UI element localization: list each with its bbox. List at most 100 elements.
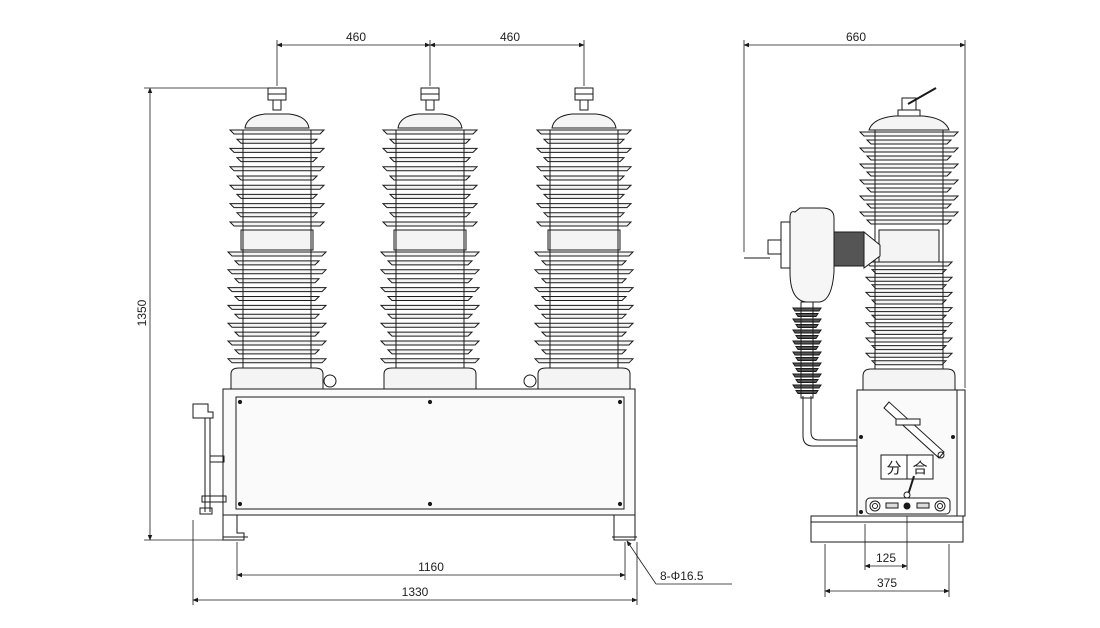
operating-handle[interactable] bbox=[883, 401, 945, 459]
side-insulator-shed bbox=[870, 345, 948, 351]
side-insulator-shed bbox=[870, 314, 948, 320]
insulator-shed bbox=[533, 251, 635, 257]
insulator-shed bbox=[535, 221, 633, 227]
dim-side-small: 125 bbox=[876, 551, 896, 565]
insulator-shed bbox=[228, 203, 326, 209]
indicator-pivot bbox=[903, 491, 911, 499]
insulator-shed bbox=[533, 269, 635, 275]
side-insulator-shed bbox=[858, 211, 960, 217]
insulator-shed bbox=[533, 322, 635, 328]
bushing-shed bbox=[792, 329, 822, 334]
insulator-shed bbox=[388, 212, 472, 218]
open-button[interactable] bbox=[869, 500, 881, 512]
side-bracket bbox=[192, 403, 214, 419]
side-dimensions bbox=[743, 40, 966, 597]
side-clamp bbox=[209, 455, 225, 463]
bushing-shed bbox=[795, 335, 819, 339]
insulator-shed bbox=[386, 260, 474, 266]
side-insulator-shed bbox=[865, 171, 953, 177]
bushing-shed bbox=[795, 313, 819, 317]
lifting-eye-left bbox=[323, 374, 337, 388]
box-screw bbox=[859, 435, 863, 439]
insulator-cap bbox=[551, 113, 617, 129]
insulator-shed bbox=[533, 358, 635, 364]
insulator-cap bbox=[244, 113, 310, 129]
label-open-plate bbox=[885, 502, 899, 509]
insulator-shed bbox=[228, 221, 326, 227]
side-insulator-shed bbox=[858, 179, 960, 185]
insulator-base bbox=[230, 367, 324, 390]
door-screw bbox=[237, 399, 243, 405]
dim-side-base: 375 bbox=[877, 576, 897, 590]
nameplate bbox=[895, 418, 921, 426]
dim-mounting-width: 1160 bbox=[418, 560, 444, 574]
door-screw bbox=[427, 501, 433, 507]
mounting-hole-callout: 8-Φ16.5 bbox=[660, 569, 704, 583]
enclosure-outer bbox=[222, 388, 636, 516]
insulator-shed bbox=[235, 212, 319, 218]
terminal-stem bbox=[272, 99, 282, 111]
insulator-shed bbox=[388, 193, 472, 199]
insulator-shed bbox=[381, 203, 479, 209]
lower-bushing bbox=[792, 301, 822, 399]
side-insulator-shed bbox=[858, 131, 960, 137]
lifting-eye-right bbox=[523, 374, 537, 388]
mounting-foot-right bbox=[613, 515, 636, 541]
insulator-shed bbox=[535, 166, 633, 172]
insulator-shed bbox=[540, 278, 628, 284]
side-insulator-shed bbox=[864, 337, 954, 343]
dim-pole-spacing-left: 460 bbox=[346, 30, 366, 44]
side-insulator-shed bbox=[858, 147, 960, 153]
pole-insulator-right bbox=[533, 87, 635, 390]
bushing-shed bbox=[795, 346, 819, 350]
side-insulator-shed bbox=[865, 187, 953, 193]
insulator-shed bbox=[540, 349, 628, 355]
insulator-shed bbox=[381, 166, 479, 172]
door-screw bbox=[617, 399, 623, 405]
side-insulator-shed bbox=[858, 195, 960, 201]
close-label: 合 bbox=[912, 459, 927, 477]
insulator-shed bbox=[228, 184, 326, 190]
door-screw bbox=[237, 501, 243, 507]
insulator-shed bbox=[228, 129, 326, 135]
insulator-shed bbox=[226, 287, 328, 293]
dim-total-height: 1350 bbox=[135, 299, 149, 326]
side-insulator-core bbox=[878, 229, 940, 263]
insulator-shed bbox=[226, 322, 328, 328]
dim-pole-spacing-right: 460 bbox=[500, 30, 520, 44]
insulator-shed bbox=[381, 147, 479, 153]
ct-elbow bbox=[863, 230, 881, 269]
bushing-shed bbox=[792, 384, 822, 389]
label-close-plate bbox=[916, 502, 930, 509]
insulator-shed bbox=[379, 340, 481, 346]
lead-pipe bbox=[802, 396, 858, 447]
insulator-base bbox=[537, 367, 631, 390]
door-screw bbox=[617, 501, 623, 507]
close-button[interactable] bbox=[934, 500, 946, 512]
front-view bbox=[192, 87, 637, 541]
insulator-core bbox=[547, 229, 621, 251]
insulator-shed bbox=[379, 251, 481, 257]
insulator-shed bbox=[226, 340, 328, 346]
insulator-shed bbox=[542, 175, 626, 181]
side-clamp bbox=[201, 495, 227, 503]
insulator-shed bbox=[533, 304, 635, 310]
insulator-shed bbox=[535, 184, 633, 190]
side-insulator-shed bbox=[864, 261, 954, 267]
side-view bbox=[744, 87, 966, 543]
dim-overall-width: 1330 bbox=[402, 585, 429, 599]
insulator-shed bbox=[388, 175, 472, 181]
insulator-shed bbox=[535, 203, 633, 209]
insulator-core bbox=[393, 229, 467, 251]
insulator-base bbox=[383, 367, 477, 390]
open-button-inner bbox=[872, 503, 878, 509]
side-insulator-shed bbox=[870, 329, 948, 335]
insulator-shed bbox=[386, 296, 474, 301]
insulator-core bbox=[240, 229, 314, 251]
insulator-shed bbox=[388, 157, 472, 163]
side-insulator-shed bbox=[865, 139, 953, 145]
bushing-shed bbox=[795, 379, 819, 383]
side-insulator-base bbox=[862, 368, 956, 391]
insulator-shed bbox=[540, 313, 628, 319]
